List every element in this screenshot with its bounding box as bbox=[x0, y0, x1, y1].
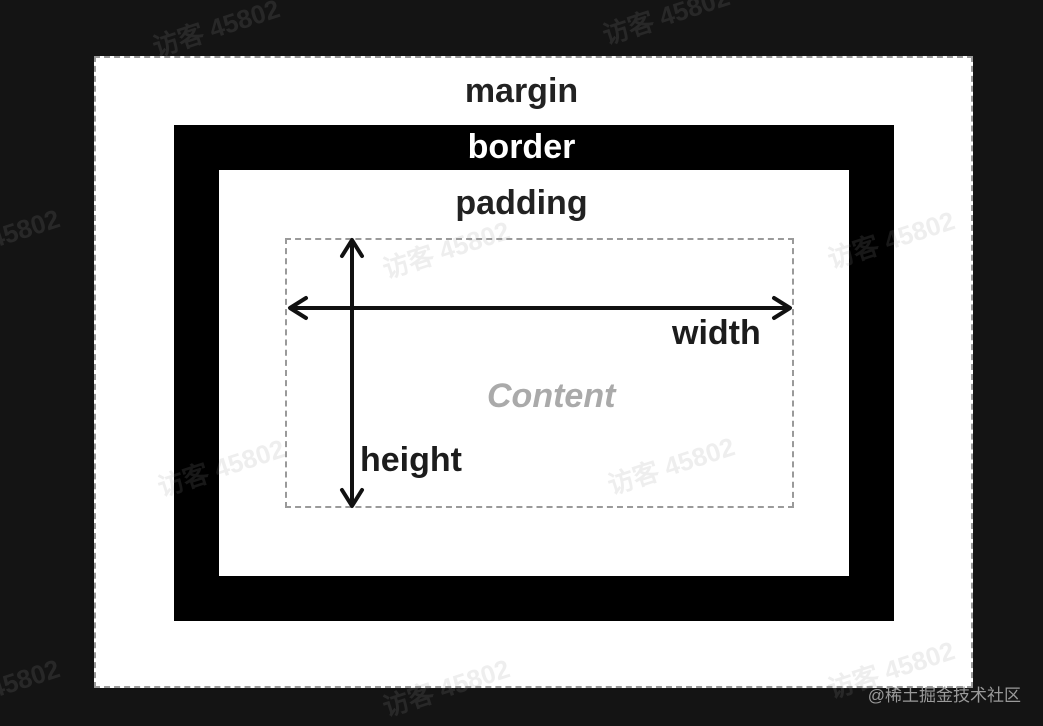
site-watermark: @稀土掘金技术社区 bbox=[867, 686, 1021, 705]
height-arrow bbox=[340, 238, 364, 508]
padding-label: padding bbox=[455, 184, 588, 222]
content-label: Content bbox=[487, 377, 616, 415]
width-arrow bbox=[288, 296, 792, 320]
height-label: height bbox=[360, 441, 462, 479]
margin-label: margin bbox=[464, 72, 579, 110]
content-box bbox=[285, 238, 794, 508]
width-label: width bbox=[672, 314, 761, 352]
padding-box bbox=[219, 170, 849, 576]
border-label: border bbox=[467, 128, 576, 166]
